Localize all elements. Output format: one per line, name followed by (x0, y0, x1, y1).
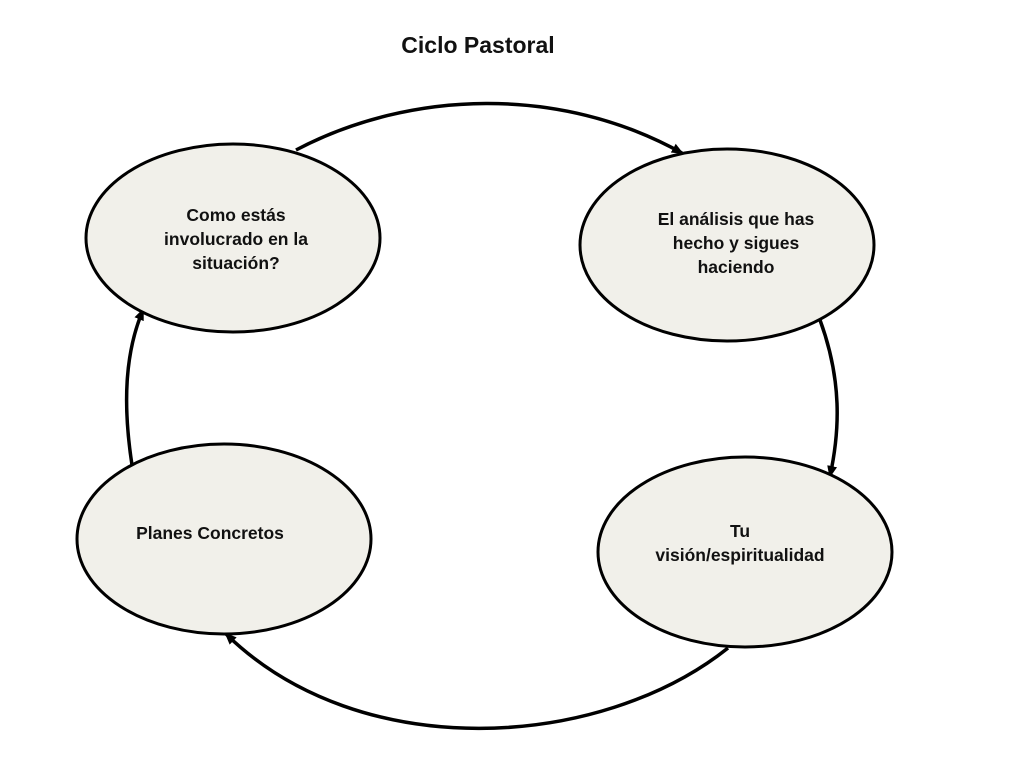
node-involved (84, 142, 382, 334)
edge-analysis-to-vision (818, 319, 839, 478)
edge-involved-to-analysis (295, 101, 684, 155)
node-label-analysis: El análisis que has hecho y sigues hacie… (657, 209, 815, 277)
node-label-plans: Planes Concretos (136, 523, 284, 543)
node-label-involved: Como estás involucrado en la situación? (164, 205, 308, 273)
edge-vision-to-plans (224, 632, 730, 730)
node-plans (75, 442, 373, 636)
diagram-title: Ciclo Pastoral (401, 32, 555, 58)
node-label-vision: Tu visión/espiritualidad (655, 521, 825, 565)
node-vision (596, 455, 894, 649)
node-analysis (578, 147, 876, 343)
edge-plans-to-involved (124, 308, 145, 466)
